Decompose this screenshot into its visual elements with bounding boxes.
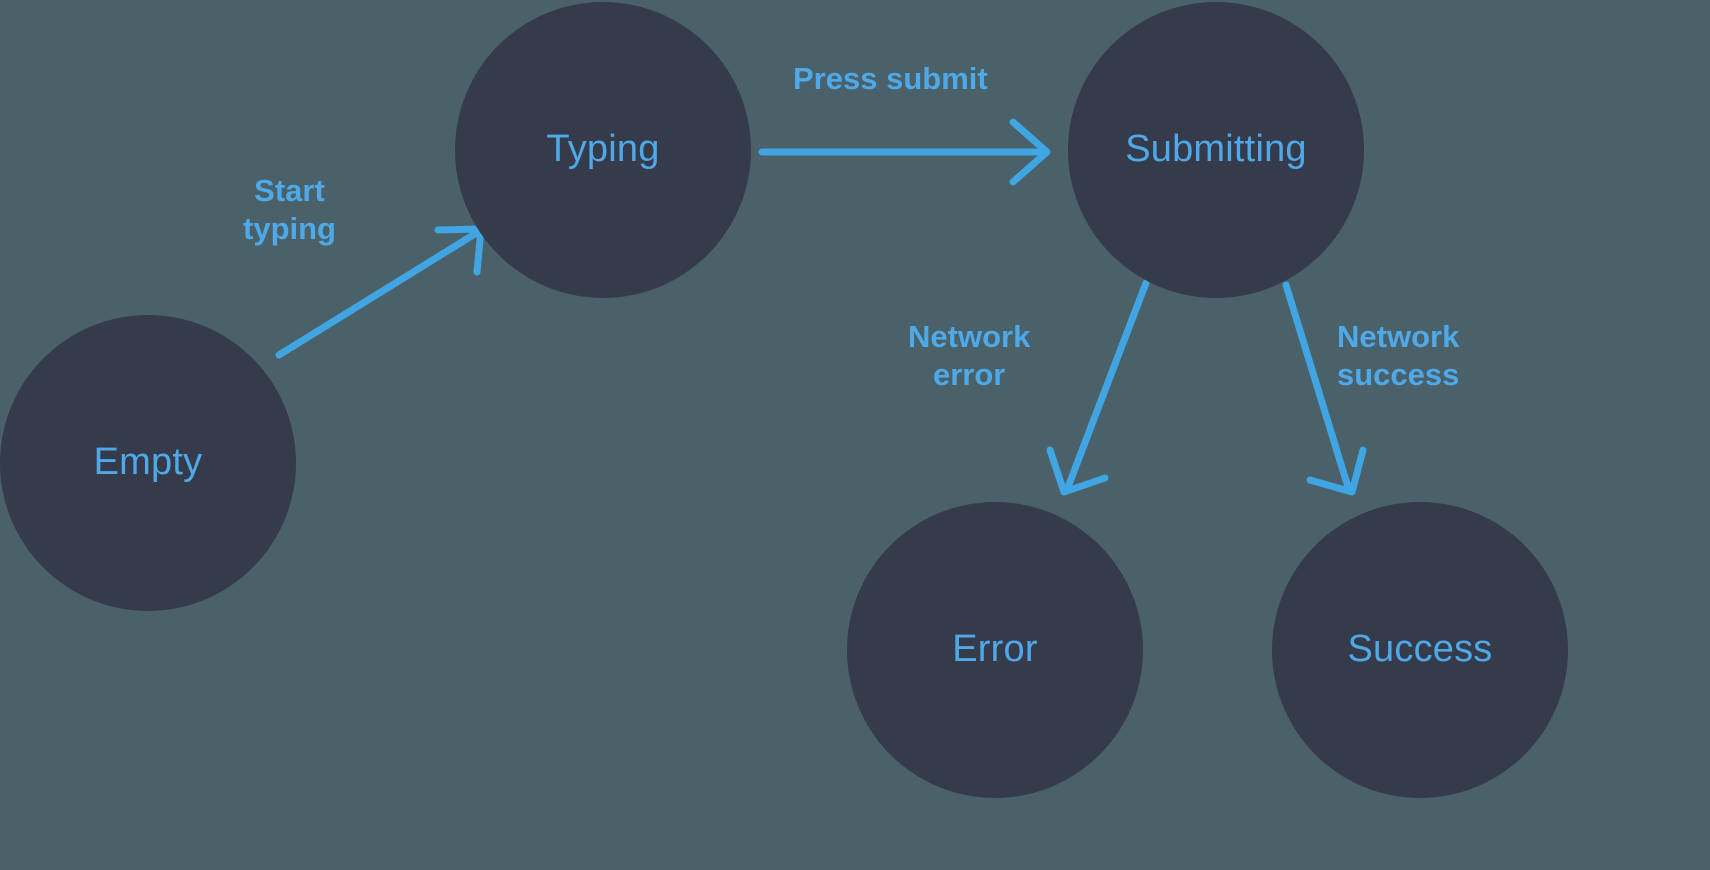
state-node-label: Typing [546, 128, 660, 171]
edge-label-network-success: Network success [1337, 319, 1460, 392]
state-node-submitting[interactable]: Submitting [1068, 2, 1364, 298]
state-node-error[interactable]: Error [847, 502, 1143, 798]
state-node-label: Empty [93, 441, 203, 484]
state-node-label: Submitting [1125, 128, 1307, 171]
edge-label-start-typing: Start typing [243, 173, 336, 246]
edge-label-press-submit: Press submit [793, 61, 988, 96]
state-node-typing[interactable]: Typing [455, 2, 751, 298]
state-node-label: Error [952, 628, 1038, 671]
edge-network-success [1282, 281, 1367, 496]
state-node-label: Success [1347, 628, 1493, 671]
edge-network-error [1046, 279, 1150, 496]
edge-label-network-error: Network error [908, 319, 1031, 392]
edge-press-submit [758, 118, 1051, 186]
state-node-success[interactable]: Success [1272, 502, 1568, 798]
edge-start-typing [275, 225, 485, 359]
state-node-empty[interactable]: Empty [0, 315, 296, 611]
